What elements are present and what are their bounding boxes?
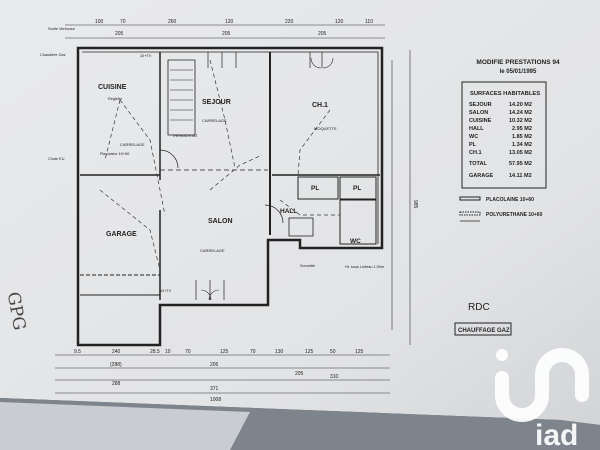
room-label-pl: PL [353, 185, 361, 192]
room-label-hall: HALL [280, 208, 297, 215]
dimension-label: 205 [210, 362, 219, 368]
room-label-garage: GARAGE [106, 231, 137, 238]
dimension-label: 10 [165, 349, 171, 355]
surface-room: PL [469, 142, 477, 148]
annotation: Ht. sous Linteau 1.90m [345, 265, 384, 269]
iad-wordmark: iad [535, 419, 578, 450]
dimension-label: 100 [95, 19, 104, 25]
annotation: Chute EU [48, 157, 65, 161]
floor-label: CARRELAGE [202, 118, 227, 123]
dimension-label: 260 [168, 19, 177, 25]
surface-room: HALL [469, 126, 484, 132]
dimension-label: 205 [115, 31, 124, 37]
wall-legend: PLACOLAINE 10+60 POLYURETHANE 10+60 [459, 196, 543, 222]
surface-area: 10.32 M2 [509, 118, 532, 124]
annotation: Placolaine 10+60 [100, 152, 129, 156]
heating-label: CHAUFFAGE GAZ [458, 328, 510, 334]
surface-garage: 14.11 M2 [509, 173, 532, 179]
dimension-label: 28.5 [150, 349, 160, 355]
heating-box [454, 322, 512, 336]
dimension-label: 9.5 [74, 349, 81, 355]
surface-room: SEJOUR [469, 102, 492, 108]
dimension-label: 125 [220, 349, 229, 355]
annotation: Sortie Ventouse [48, 27, 75, 31]
dimension-label: 985 [412, 200, 418, 209]
level-label: RDC [468, 302, 490, 313]
dimension-label: 70 [120, 19, 126, 25]
room-label-sejour: SEJOUR [202, 99, 231, 106]
annotation: Sonnette [300, 264, 315, 268]
surface-room: SALON [469, 110, 488, 116]
room-label-wc: WC [350, 238, 361, 245]
dimension-label: 310 [330, 374, 339, 380]
surface-area: 14.24 M2 [509, 110, 532, 116]
surfaces-table: SURFACES HABITABLES SEJOUR 14.20 M2 SALO… [461, 81, 547, 189]
surface-area: 14.20 M2 [509, 102, 532, 108]
dimension-label: 50 [330, 349, 336, 355]
surface-room: CH.1 [469, 150, 482, 156]
dimension-label: 205 [295, 371, 304, 377]
floor-label: MOQUETTE [314, 126, 337, 131]
dimension-label: 120 [225, 19, 234, 25]
dimension-label: 205 [318, 31, 327, 37]
surface-area: 1.85 M2 [512, 134, 532, 140]
annotation: 10+TV [140, 54, 152, 58]
room-label-salon: SALON [208, 218, 233, 225]
annotation: THERMOSTAT [172, 134, 198, 138]
room-label-pl: PL [311, 185, 319, 192]
dimension-label: 205 [222, 31, 231, 37]
dimension-label: 125 [355, 349, 364, 355]
dimension-label: 220 [285, 19, 294, 25]
iad-logo [495, 348, 589, 422]
dimension-label: 130 [275, 349, 284, 355]
room-label-ch1: CH.1 [312, 102, 328, 109]
floor-label: CARRELAGE [200, 248, 225, 253]
dimension-label: 1008 [210, 397, 221, 403]
surface-area: 1.34 M2 [512, 142, 532, 148]
surface-total: 57.95 M2 [509, 161, 532, 167]
dimension-label: 120 [335, 19, 344, 25]
room-label-cuisine: CUISINE [98, 84, 127, 91]
paper-lower [0, 402, 250, 450]
surface-room: CUISINE [469, 118, 492, 124]
surfaces-title: SURFACES HABITABLES [470, 91, 540, 97]
dimension-label: 288 [112, 381, 121, 387]
dimension-label: 371 [210, 386, 219, 392]
dimension-label: 125 [305, 349, 314, 355]
surface-area: 2.95 M2 [512, 126, 532, 132]
dimension-label: 240 [112, 349, 121, 355]
surface-garage-label: GARAGE [469, 173, 493, 179]
dimension-label: 70 [185, 349, 191, 355]
surface-area: 13.05 M2 [509, 150, 532, 156]
surface-total-label: TOTAL [469, 161, 487, 167]
legend-polyurethane: POLYURETHANE 10+60 [486, 212, 543, 218]
dimension-label: 110 [365, 19, 373, 25]
dimension-label: (288) [110, 362, 122, 368]
surface-room: WC [469, 134, 478, 140]
annotation: Chaudiere Gaz [40, 53, 66, 57]
annotation: Reglette [108, 97, 122, 101]
electrical-lines [99, 59, 340, 271]
modified-title: MODIFIE PRESTATIONS 94 [476, 59, 560, 66]
annotation: 10+TV [160, 289, 172, 293]
modified-date: le 05/01/1995 [500, 69, 537, 75]
dimension-label: 70 [250, 349, 256, 355]
legend-placolaine: PLACOLAINE 10+60 [486, 197, 534, 203]
dimension-lines [55, 24, 411, 394]
floor-label: CARRELAGE [120, 142, 145, 147]
walls [76, 46, 384, 347]
paper-sheet [0, 0, 600, 425]
